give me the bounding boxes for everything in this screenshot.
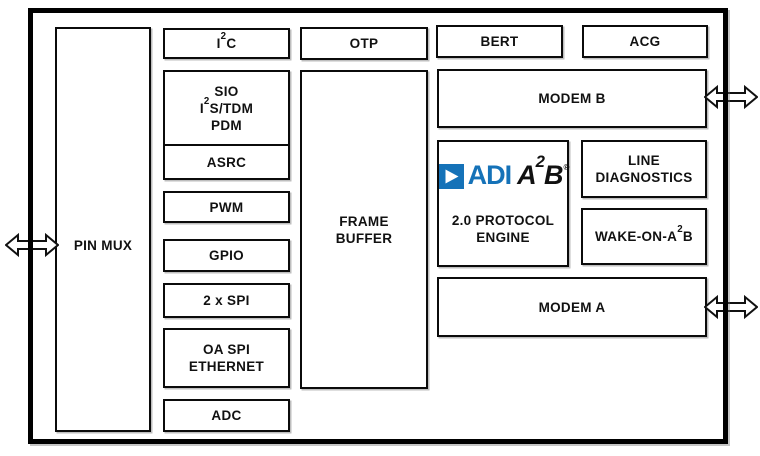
pin-mux-label: PIN MUX <box>73 238 133 253</box>
adi-triangle-logo-icon <box>438 163 464 189</box>
protocol-engine-line1: 2.0 PROTOCOL <box>451 212 555 228</box>
block-pin-mux: PIN MUX <box>55 27 151 432</box>
sio-line2: I2S/TDM <box>199 95 254 116</box>
block-oa-spi-ethernet: OA SPI ETHERNET <box>163 328 290 388</box>
block-line-diagnostics: LINE DIAGNOSTICS <box>581 140 707 198</box>
block-sio-asrc: SIO I2S/TDM PDM ASRC <box>163 70 290 180</box>
modem-b-label: MODEM B <box>538 91 606 106</box>
sio-line3: PDM <box>211 117 242 133</box>
frame-buffer-line1: FRAME <box>339 213 389 229</box>
acg-label: ACG <box>629 34 661 49</box>
asrc-section: ASRC <box>165 146 288 178</box>
block-i2c: I2C <box>163 28 290 59</box>
block-acg: ACG <box>582 25 708 58</box>
oa-spi-line1: OA SPI <box>202 342 251 357</box>
block-pwm: PWM <box>163 191 290 223</box>
registered-mark: ® <box>563 162 569 172</box>
block-modem-b: MODEM B <box>437 69 707 128</box>
asrc-label: ASRC <box>206 154 247 170</box>
frame-buffer-line2: BUFFER <box>335 230 393 246</box>
protocol-engine-label: 2.0 PROTOCOL ENGINE <box>452 212 554 246</box>
block-gpio: GPIO <box>163 239 290 272</box>
block-protocol-engine: ADI A2B® 2.0 PROTOCOL ENGINE <box>437 140 569 267</box>
pwm-label: PWM <box>209 199 244 215</box>
sio-section: SIO I2S/TDM PDM <box>165 72 288 146</box>
adi-a2b-logo: ADI A2B® <box>438 152 569 195</box>
bert-label: BERT <box>480 34 519 49</box>
block-otp: OTP <box>300 27 428 60</box>
oa-spi-line2: ETHERNET <box>188 359 265 374</box>
block-wake-on-a2b: WAKE-ON-A2B <box>581 208 707 265</box>
line-diagnostics-line1: LINE <box>628 153 660 168</box>
sio-line1: SIO <box>214 83 239 99</box>
block-modem-a: MODEM A <box>437 277 707 337</box>
otp-label: OTP <box>349 36 379 51</box>
block-frame-buffer: FRAME BUFFER <box>300 70 428 389</box>
block-bert: BERT <box>436 25 563 58</box>
block-2x-spi: 2 x SPI <box>163 283 290 318</box>
adi-brand-text: ADI <box>467 159 512 190</box>
a2b-product-text: A2B® <box>517 152 569 190</box>
protocol-engine-line2: ENGINE <box>476 229 530 245</box>
gpio-label: GPIO <box>209 248 244 263</box>
wake-on-a2b-label: WAKE-ON-A2B <box>595 224 693 244</box>
block-adc: ADC <box>163 399 290 432</box>
line-diagnostics-line2: DIAGNOSTICS <box>595 170 693 185</box>
bidirectional-arrow-left-icon <box>5 232 59 258</box>
modem-a-label: MODEM A <box>538 299 606 315</box>
bidirectional-arrow-modem-b-icon <box>704 84 758 110</box>
adc-label: ADC <box>211 408 242 423</box>
spi-label: 2 x SPI <box>203 293 250 308</box>
bidirectional-arrow-modem-a-icon <box>704 294 758 320</box>
i2c-label: I2C <box>216 31 237 51</box>
